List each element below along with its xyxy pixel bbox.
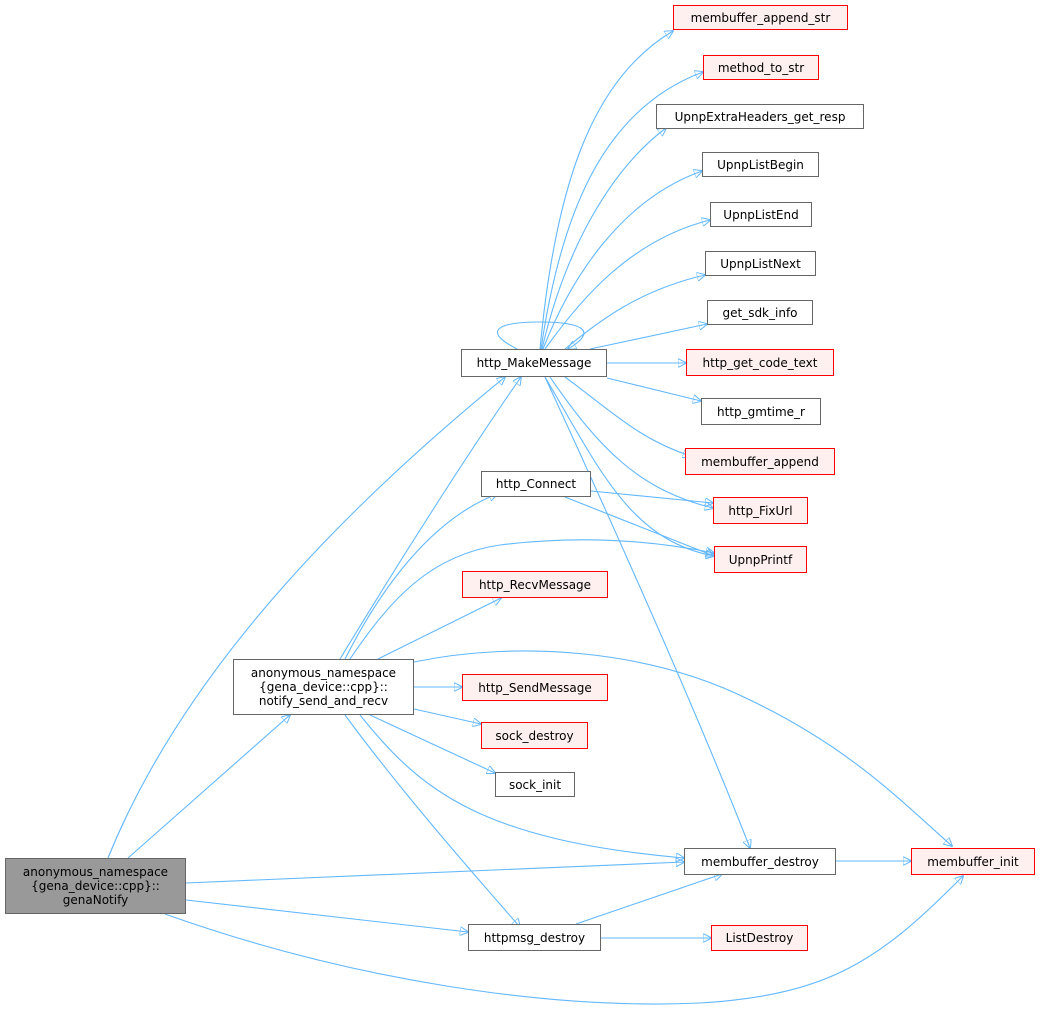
edge-makemessage-upnplistbegin [542, 171, 702, 350]
node-membuffer-append-str[interactable]: membuffer_append_str [673, 5, 848, 30]
edge-connect-upnpprintf [564, 496, 714, 556]
edge-notify-upnpprintf [349, 539, 714, 660]
edge-notify-membuffer-init [413, 650, 952, 846]
edge-notify-http-connect [344, 494, 497, 660]
edge-makemessage-upnplistnext [564, 275, 705, 350]
edge-notify-http-makemessage [339, 377, 521, 660]
node-upnplistbegin[interactable]: UpnpListBegin [702, 152, 819, 177]
edge-makemessage-self [496, 321, 585, 349]
node-upnplistnext[interactable]: UpnpListNext [705, 251, 816, 276]
edge-notify-http-recvmessage [377, 598, 501, 660]
node-http-get-code-text[interactable]: http_get_code_text [686, 349, 834, 376]
edge-notify-sock-init [369, 714, 495, 773]
edge-makemessage-http-gmtime-r [606, 377, 701, 401]
node-listdestroy[interactable]: ListDestroy [711, 925, 808, 951]
node-upnpprintf[interactable]: UpnpPrintf [714, 546, 807, 573]
edge-makemessage-upnpextraheaders-get-resp [541, 128, 666, 350]
edge-genanotify-notify-send-and-recv [127, 715, 290, 859]
edge-genanotify-membuffer-init [164, 876, 963, 1005]
edge-notify-membuffer-destroy [359, 714, 684, 858]
node-sock-destroy[interactable]: sock_destroy [481, 722, 588, 749]
edge-makemessage-membuffer-append [564, 376, 691, 456]
edge-genanotify-http-makemessage [107, 377, 505, 859]
node-notify-send-and-recv[interactable]: anonymous_namespace {gena_device::cpp}::… [233, 659, 414, 715]
edge-makemessage-upnplistend [544, 220, 710, 350]
node-membuffer-destroy[interactable]: membuffer_destroy [684, 848, 836, 875]
node-http-makemessage[interactable]: http_MakeMessage [461, 349, 607, 377]
edge-genanotify-membuffer-destroy [185, 862, 684, 884]
edge-makemessage-get-sdk-info [589, 324, 707, 350]
node-http-fixurl[interactable]: http_FixUrl [713, 497, 808, 524]
node-sock-init[interactable]: sock_init [495, 772, 575, 797]
node-upnpextraheaders-get-resp[interactable]: UpnpExtraHeaders_get_resp [656, 104, 864, 129]
node-http-recvmessage[interactable]: http_RecvMessage [462, 571, 608, 598]
edge-httpmsg-destroy-membuffer-destroy [575, 874, 722, 925]
node-httpmsg-destroy[interactable]: httpmsg_destroy [468, 924, 601, 951]
edge-makemessage-membuffer-append-str [539, 31, 673, 350]
edge-notify-sock-destroy [413, 708, 481, 724]
edge-notify-httpmsg-destroy [344, 714, 520, 927]
node-membuffer-init[interactable]: membuffer_init [911, 848, 1035, 875]
node-upnplistend[interactable]: UpnpListEnd [710, 202, 812, 227]
edge-genanotify-httpmsg-destroy [185, 899, 468, 932]
node-http-sendmessage[interactable]: http_SendMessage [462, 674, 608, 701]
node-http-connect[interactable]: http_Connect [481, 471, 591, 497]
node-http-gmtime-r[interactable]: http_gmtime_r [701, 398, 821, 425]
edge-makemessage-upnpprintf [544, 376, 714, 556]
edge-connect-http-fixurl [590, 490, 713, 503]
edge-makemessage-membuffer-destroy [544, 376, 750, 848]
node-gena-notify: anonymous_namespace {gena_device::cpp}::… [5, 858, 186, 914]
edge-makemessage-method-to-str [540, 72, 703, 350]
node-method-to-str[interactable]: method_to_str [703, 55, 819, 80]
node-get-sdk-info[interactable]: get_sdk_info [707, 300, 813, 325]
node-membuffer-append[interactable]: membuffer_append [685, 448, 835, 475]
